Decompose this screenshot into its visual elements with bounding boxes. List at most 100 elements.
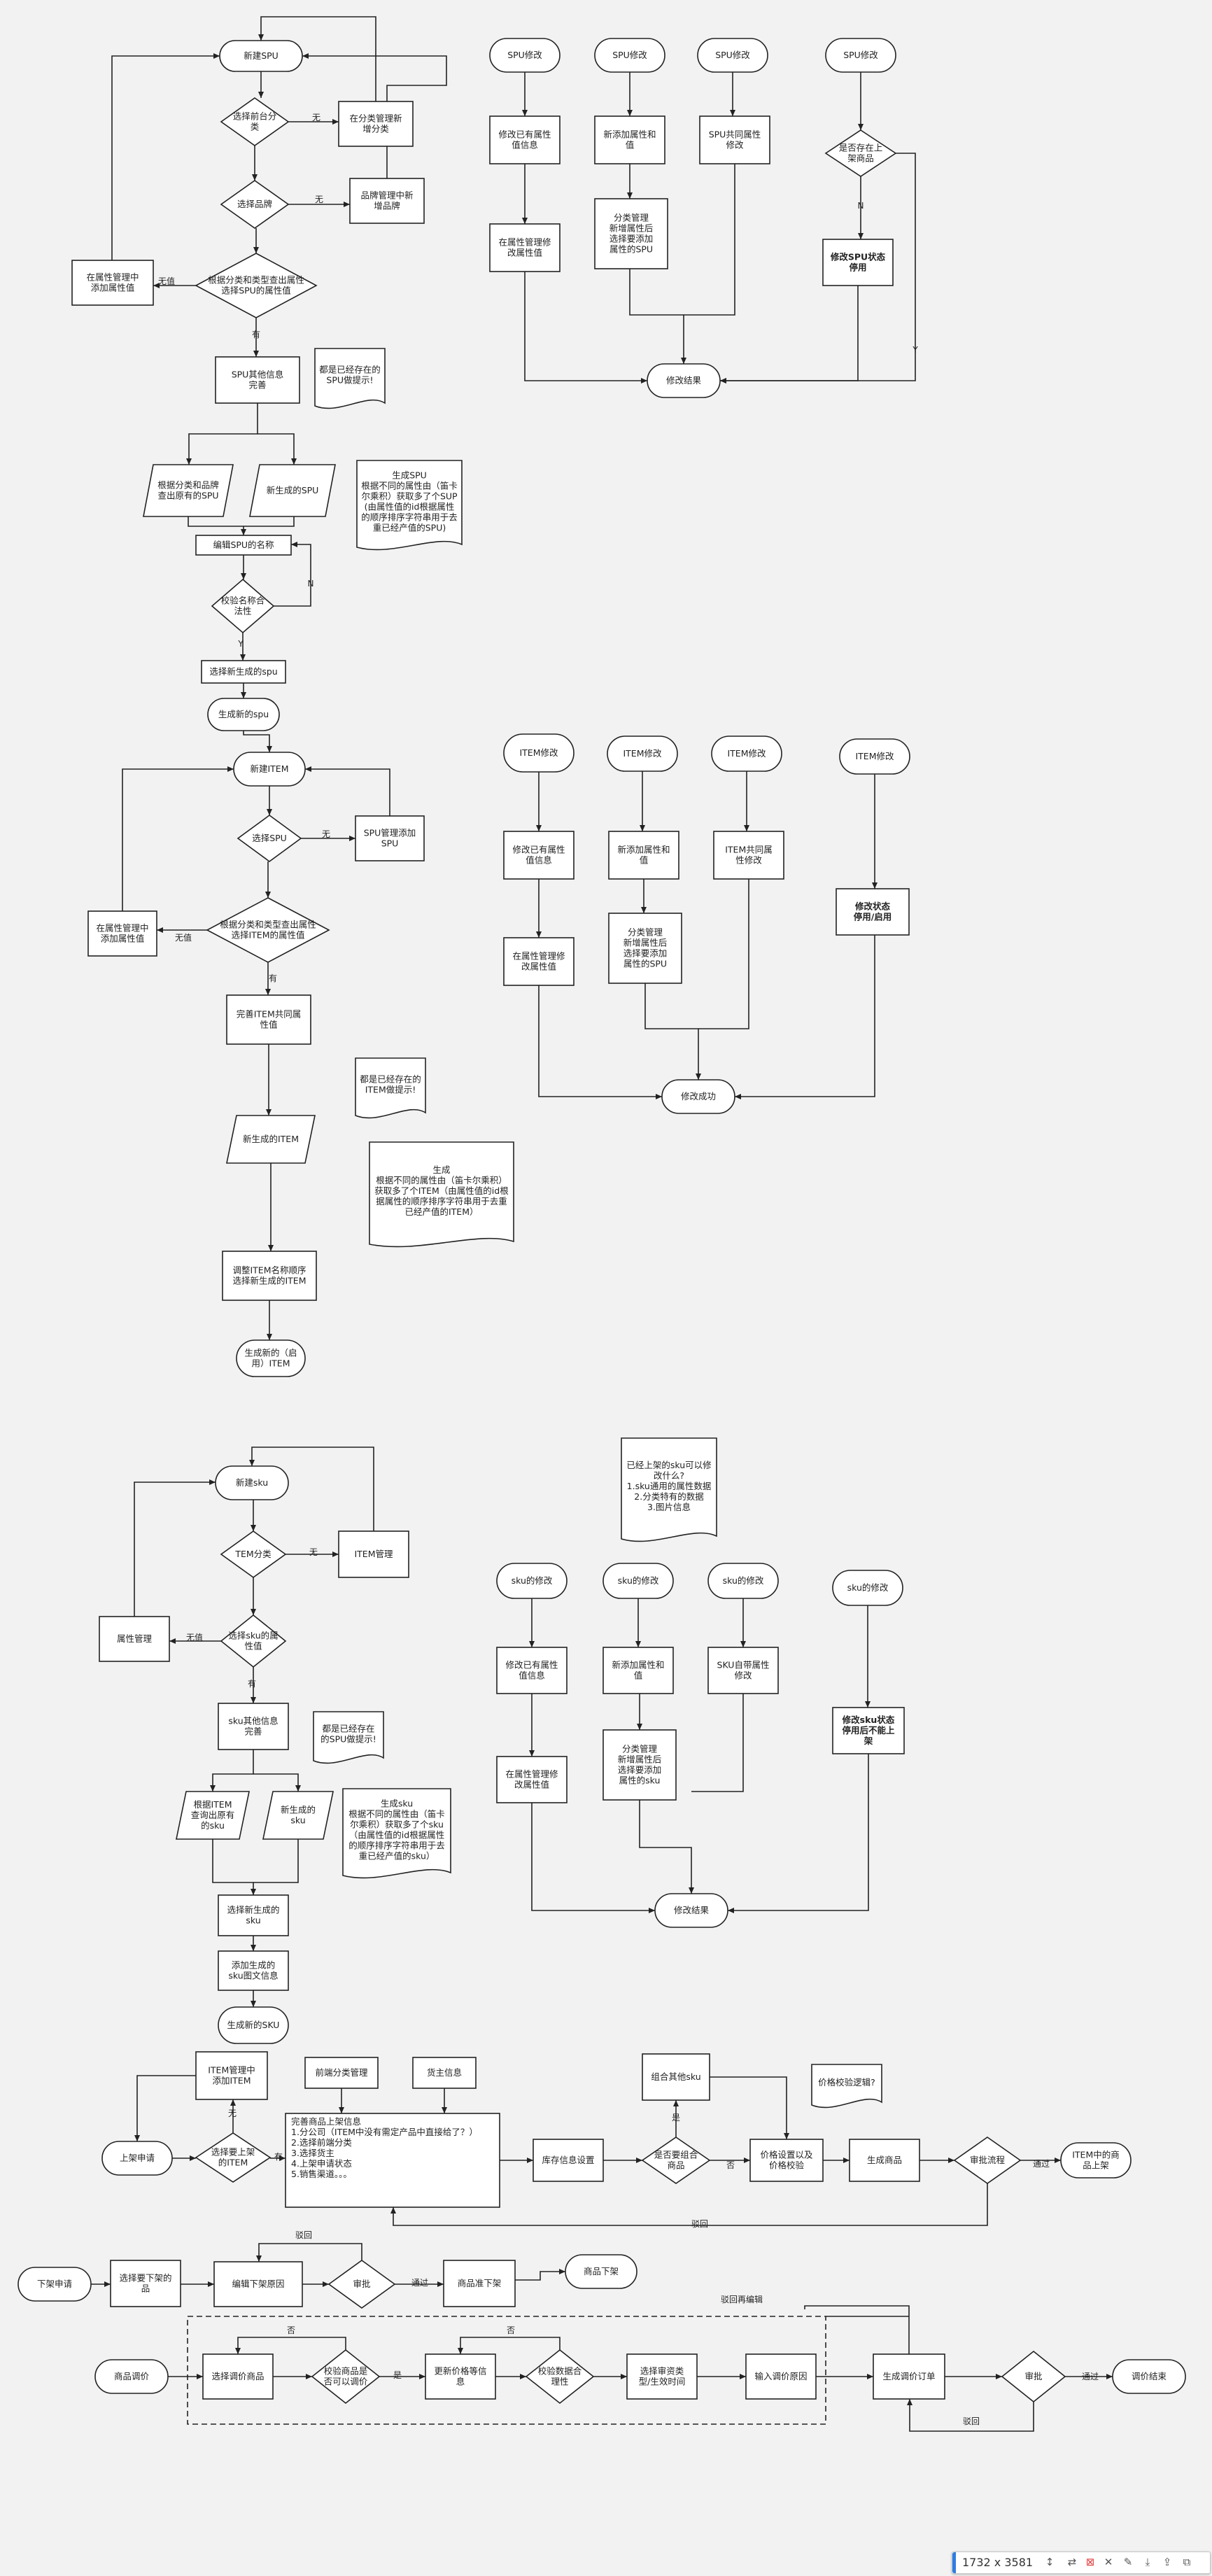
flow-node-label: ITEM修改 [623, 748, 662, 759]
flow-node-label: 更新价格等信息 [434, 2366, 486, 2387]
flow-node-diamond: 校验名称合法性 [211, 578, 275, 634]
flow-node-rect: 在属性管理中添加属性值 [87, 910, 157, 957]
flow-node-diamond: 选择SPU [237, 815, 302, 862]
flow-node-rect: 选择新生成的spu [201, 660, 286, 684]
connector-line [210, 1750, 254, 1792]
flow-node-round: ITEM修改 [607, 736, 678, 772]
flow-node-rect: 在属性管理中添加属性值 [71, 260, 154, 306]
rotate-icon[interactable]: ⇄ [1067, 2556, 1077, 2568]
connector-line [122, 766, 234, 911]
flow-node-label: sku其他信息完善 [228, 1716, 278, 1737]
edge-label: 驳回 [691, 2219, 708, 2229]
flow-node-label: SPU修改 [612, 50, 647, 60]
flow-node-label: 校验数据合理性 [538, 2366, 582, 2387]
connector-line [111, 53, 220, 260]
flow-node-label: 商品下架 [584, 2266, 619, 2276]
flow-node-label: 编辑SPU的名称 [213, 540, 274, 550]
flow-node-label: 修改已有属性值信息 [512, 845, 565, 866]
connector-line [253, 1773, 301, 1792]
flow-node-rect: 选择要下架的品 [110, 2260, 181, 2307]
flow-node-label: 是否存在上架商品 [839, 143, 883, 164]
connector-line [390, 2183, 988, 2226]
connector-line [235, 2337, 346, 2354]
flow-node-rect: 编辑下架原因 [213, 2261, 303, 2307]
flow-node-label: ITEM管理 [354, 1549, 393, 1559]
flow-node-label: sku的修改 [512, 1575, 553, 1586]
flow-node-label: SPU修改 [507, 50, 542, 60]
flow-node-label: 根据分类和品牌查出原有的SPU [157, 480, 219, 501]
flow-node-round: 商品下架 [565, 2254, 637, 2289]
flow-node-label: ITEM中的商品上架 [1072, 2150, 1120, 2171]
flow-node-label: 价格设置以及价格校验 [760, 2150, 813, 2171]
flow-node-label: 在分类管理新增分类 [349, 113, 402, 134]
flow-node-label: 编辑下架原因 [232, 2279, 284, 2289]
flow-node-rect: 组合其他sku [642, 2053, 710, 2101]
connector-line [691, 1694, 744, 1792]
edge-label: 无 [309, 1547, 318, 1557]
flow-node-label: SPU其他信息完善 [232, 369, 284, 390]
flow-node-label: 品牌管理中新增品牌 [360, 190, 413, 211]
flow-node-label: 库存信息设置 [542, 2155, 594, 2165]
flow-node-rect: 调整ITEM名称顺序选择新生成的ITEM [222, 1251, 317, 1301]
flow-node-para: 新生成的SPU [249, 464, 336, 517]
flow-node-label: 新建sku [236, 1477, 268, 1488]
flow-node-label: 修改成功 [681, 1091, 716, 1102]
edge-labels: 无无无值有NY无无值有NY无无值有无有是否通过驳回驳回通过驳回再编辑否否是通过驳… [158, 113, 1099, 2426]
flow-node-doc: 价格校验逻辑? [811, 2064, 882, 2109]
flow-node-label: 输入调价原因 [754, 2371, 807, 2381]
flow-node-round: ITEM修改 [503, 733, 575, 773]
flow-node-round: sku的修改 [603, 1563, 674, 1599]
flow-node-label: SPU修改 [715, 50, 750, 60]
flow-node-label: 选择要上架的ITEM [211, 2147, 255, 2168]
edge-label: N [308, 579, 314, 589]
connector-line [907, 2399, 1034, 2432]
connector-line [458, 2337, 561, 2354]
flow-node-label: 选择SPU [252, 833, 287, 843]
flow-node-round: 上架申请 [101, 2141, 173, 2176]
connector-line [720, 286, 859, 383]
copy-icon[interactable]: ⧉ [1183, 2556, 1191, 2568]
flow-node-round: 新建ITEM [233, 752, 306, 787]
flow-node-round: SPU修改 [825, 38, 896, 73]
flow-node-label: 是否要组合商品 [654, 2150, 698, 2171]
share-icon[interactable]: ⇪ [1162, 2556, 1172, 2568]
flow-node-label: ITEM管理中添加ITEM [208, 2065, 255, 2086]
flow-node-round: ITEM中的商品上架 [1060, 2142, 1132, 2179]
connector-line [274, 542, 311, 607]
flow-node-diamond: 校验商品是否可以调价 [311, 2349, 381, 2405]
fit-icon[interactable]: ⊠ [1085, 2556, 1095, 2568]
flow-node-round: SPU修改 [594, 38, 665, 73]
close-icon[interactable]: ✕ [1104, 2556, 1113, 2568]
pin-icon[interactable]: ✎ [1123, 2556, 1133, 2568]
edge-label: 无 [322, 829, 330, 839]
height-icon[interactable]: ↕ [1045, 2556, 1055, 2568]
flow-node-label: 新添加属性和值 [612, 1660, 664, 1681]
flow-node-diamond: 审批流程 [953, 2137, 1022, 2184]
flow-node-label: 分类管理新增属性后选择要添加属性的SPU [623, 927, 668, 969]
download-icon[interactable]: ⤓ [1145, 2556, 1150, 2568]
connector-line [134, 2075, 196, 2141]
edge-label: 驳回再编辑 [721, 2294, 763, 2304]
connector-line [524, 272, 647, 383]
flow-node-rect: 选择调价商品 [202, 2353, 274, 2400]
flow-node-label: 修改结果 [674, 1905, 710, 1915]
flow-node-para: 新生成的ITEM [226, 1115, 316, 1164]
flow-node-label: 在属性管理修改属性值 [512, 951, 565, 972]
flow-node-label: ITEM共同属性修改 [725, 845, 773, 866]
flow-node-label: 选择调价商品 [211, 2371, 264, 2381]
flow-node-round: 商品调价 [94, 2359, 169, 2394]
connector-line [735, 935, 875, 1099]
flow-node-label: 价格校验逻辑? [818, 2077, 875, 2088]
